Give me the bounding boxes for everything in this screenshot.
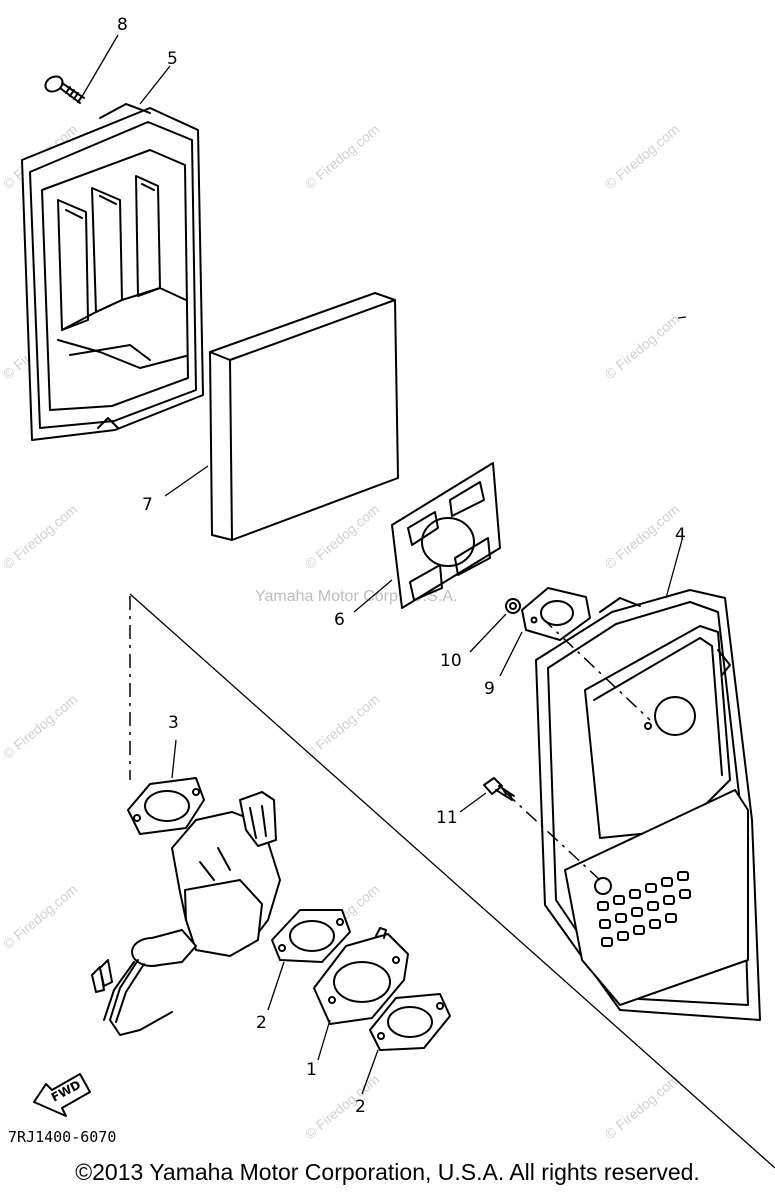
assembly-lines <box>129 593 775 1169</box>
callout-9: 9 <box>484 679 495 699</box>
watermark: © Firedog.com <box>602 501 683 572</box>
callout-2-lower: 2 <box>355 1097 366 1117</box>
callout-5: 5 <box>167 49 178 69</box>
part-1-insulator <box>313 927 409 1025</box>
watermark: © Firedog.com <box>0 881 80 952</box>
carburetor <box>91 791 281 1036</box>
callout-3: 3 <box>168 713 179 733</box>
part-10-nut <box>505 598 521 614</box>
callout-7: 7 <box>142 495 153 515</box>
watermark: © Firedog.com <box>602 121 683 192</box>
part-6-gasket-plate <box>391 462 501 609</box>
part-4-silencer-cover <box>535 589 761 1021</box>
fwd-arrow: FWD <box>33 1073 91 1117</box>
part-8-screw <box>44 75 85 104</box>
watermark: © Firedog.com <box>0 501 80 572</box>
part-code: 7RJ1400-6070 <box>8 1128 116 1146</box>
part-3-gasket <box>127 777 205 835</box>
part-2-gasket-upper <box>271 909 351 963</box>
watermark: © Firedog.com <box>602 311 683 382</box>
watermark: © Firedog.com <box>302 121 383 192</box>
watermark: © Firedog.com <box>602 1071 683 1142</box>
callout-11: 11 <box>436 808 458 828</box>
part-11-bolt <box>483 777 515 801</box>
callout-4: 4 <box>675 525 686 545</box>
part-9-gasket <box>521 587 591 641</box>
callout-1: 1 <box>306 1060 317 1080</box>
callout-2-upper: 2 <box>256 1013 267 1033</box>
part-7-filter-element <box>209 292 399 541</box>
part-5-filter-case <box>21 103 204 441</box>
callout-6: 6 <box>334 610 345 630</box>
watermark: © Firedog.com <box>302 501 383 572</box>
callout-10: 10 <box>440 651 462 671</box>
watermark: © Firedog.com <box>0 691 80 762</box>
callout-labels: 8 5 7 4 6 10 9 3 11 2 1 2 <box>117 15 686 1117</box>
watermark: © Firedog.com <box>302 691 383 762</box>
callout-8: 8 <box>117 15 128 35</box>
part-2-gasket-lower <box>369 993 451 1051</box>
watermark: © Firedog.com <box>302 1071 383 1142</box>
copyright-notice: ©2013 Yamaha Motor Corporation, U.S.A. A… <box>75 1159 700 1185</box>
leader-lines <box>79 34 687 1095</box>
